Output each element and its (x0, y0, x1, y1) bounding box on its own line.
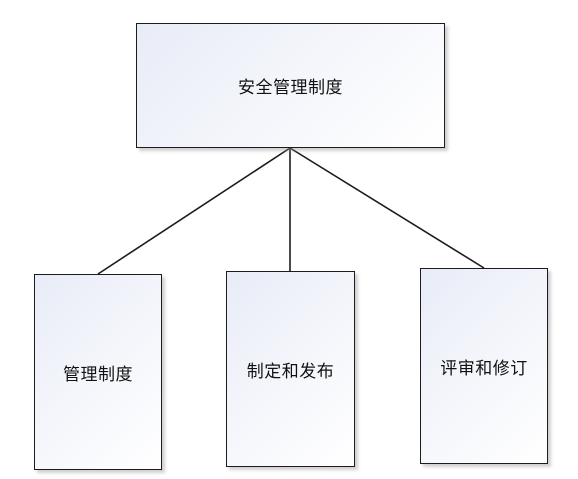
root-node: 安全管理制度 (136, 23, 445, 148)
root-node-label: 安全管理制度 (238, 78, 343, 98)
connector-root-to-child-1 (97, 147, 291, 275)
child-node-label: 制定和发布 (246, 361, 335, 382)
connector-root-to-child-3 (289, 147, 485, 269)
child-node-review-and-revise: 评审和修订 (420, 268, 548, 464)
child-node-management-system: 管理制度 (34, 274, 162, 470)
child-node-label: 评审和修订 (440, 358, 528, 379)
child-node-label: 管理制度 (63, 364, 133, 385)
child-node-formulate-and-publish: 制定和发布 (226, 271, 355, 467)
